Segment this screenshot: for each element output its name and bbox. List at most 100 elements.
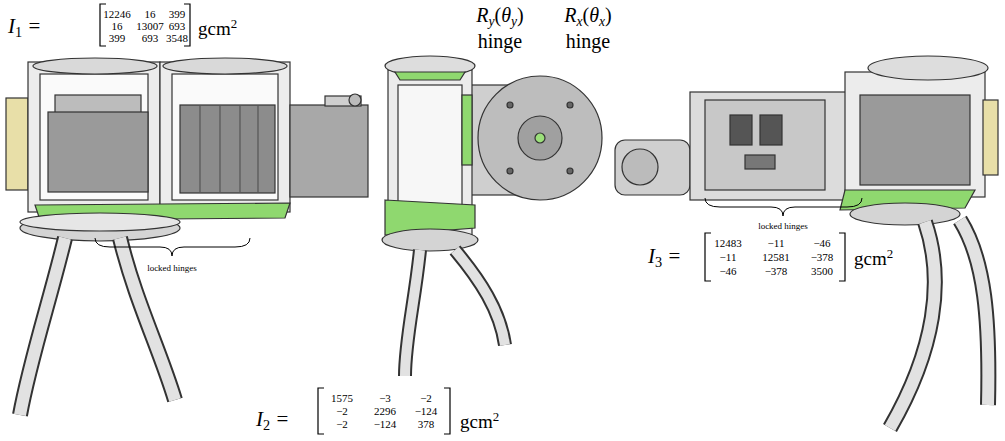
- matrix-entry-text: 399: [109, 32, 126, 44]
- joint-label-text: hinge: [566, 30, 610, 52]
- matrix-entry: −2: [336, 419, 348, 430]
- joint-symbol-text: R: [476, 4, 488, 26]
- matrix-bracket: [839, 233, 845, 281]
- matrix-entry: −2: [420, 393, 432, 404]
- robot-module: [615, 140, 690, 195]
- joint-symbol-text: θ: [589, 4, 599, 26]
- matrix-entry-text: −46: [719, 265, 736, 277]
- robot-module: [6, 58, 368, 415]
- robot-module: [395, 72, 465, 80]
- joint-symbol-text: y: [488, 14, 494, 29]
- joint-symbol-text: ): [517, 4, 524, 26]
- bracket-label-text: locked hinges: [758, 221, 808, 231]
- robot-module: [615, 56, 998, 428]
- matrix-entry-text: −2: [420, 392, 432, 404]
- robot-module: [567, 168, 573, 174]
- robot-module: [960, 220, 988, 405]
- robot-module: [160, 62, 290, 212]
- inertia-symbol: I1=: [8, 16, 47, 40]
- matrix-entry-text: −2: [336, 405, 348, 417]
- robot-module: [33, 58, 157, 74]
- matrix-entry: 16: [112, 21, 123, 32]
- bracket-label: locked hinges: [147, 264, 197, 273]
- inertia-symbol: I2=: [256, 409, 295, 433]
- robot-module: [622, 149, 658, 185]
- matrix-entry-text: 3500: [811, 265, 833, 277]
- robot-module: [705, 198, 862, 216]
- matrix-entry: −378: [765, 266, 788, 277]
- robot-module: [180, 105, 275, 193]
- unit-label: gcm2: [458, 411, 499, 431]
- robot-module: [382, 229, 478, 251]
- matrix-entry: 378: [418, 419, 435, 430]
- matrix-entry-text: 3548: [166, 32, 188, 44]
- robot-module: [760, 115, 782, 145]
- unit-label: gcm2: [196, 18, 237, 38]
- matrix-entry: 399: [109, 33, 126, 44]
- robot-module: [507, 168, 513, 174]
- robot-module: [507, 102, 513, 108]
- matrix-entry: 12483: [714, 238, 742, 249]
- matrix-entry: −11: [720, 252, 737, 263]
- robot-module: [349, 94, 361, 106]
- joint-symbol: Ry(θy): [476, 5, 523, 29]
- robot-module: [95, 238, 250, 256]
- matrix-entry-text: 12483: [714, 237, 742, 249]
- matrix-entry-text: −11: [768, 237, 785, 249]
- robot-module: [163, 58, 287, 74]
- robot-module: [478, 76, 602, 200]
- matrix-entry: −378: [811, 252, 834, 263]
- robot-module: [960, 220, 988, 405]
- unit-label: gcm2: [852, 248, 893, 268]
- robot-module: [890, 222, 935, 428]
- joint-symbol-text: R: [564, 4, 576, 26]
- matrix-entry: 693: [169, 21, 186, 32]
- robot-module: [398, 85, 462, 220]
- matrix-entry-text: −46: [813, 237, 830, 249]
- robot-module: [382, 56, 602, 376]
- matrix-entry-text: 693: [169, 20, 186, 32]
- robot-module: [730, 115, 752, 145]
- matrix-entry: −124: [374, 419, 397, 430]
- joint-symbol-text: θ: [501, 4, 511, 26]
- inertia-symbol-text: =: [276, 407, 288, 431]
- unit-label-text: 2: [493, 409, 499, 424]
- inertia-symbol-text: I: [648, 244, 655, 268]
- robot-module: [868, 56, 988, 80]
- matrix-entry: 2296: [374, 406, 396, 417]
- robot-module: [120, 238, 175, 400]
- unit-label-text: 2: [887, 246, 893, 261]
- robot-module: [535, 133, 545, 143]
- robot-module: [518, 116, 562, 160]
- inertia-symbol-text: 2: [263, 418, 270, 434]
- robot-module: [405, 250, 420, 376]
- unit-label-text: gcm: [460, 411, 493, 432]
- matrix-entry-text: 16: [145, 8, 156, 20]
- robot-module: [6, 98, 28, 190]
- matrix-entry-text: 13007: [136, 20, 164, 32]
- matrix-entry: 1575: [331, 393, 353, 404]
- robot-module: [405, 250, 420, 376]
- matrix-entry: −46: [813, 238, 830, 249]
- robot-module: [860, 95, 970, 185]
- matrix-entry: −11: [768, 238, 785, 249]
- matrix-entry: 13007: [136, 21, 164, 32]
- matrix-entry-text: 12246: [103, 8, 131, 20]
- unit-label-text: 2: [231, 16, 237, 31]
- matrix-entry-text: 2296: [374, 405, 396, 417]
- joint-symbol-text: y: [511, 14, 517, 29]
- robot-module: [850, 203, 960, 225]
- robot-module: [567, 102, 573, 108]
- unit-label-text: gcm: [854, 248, 887, 269]
- matrix-entry: 12581: [762, 252, 790, 263]
- inertia-symbol-text: =: [28, 14, 40, 38]
- matrix-entry-text: 399: [169, 8, 186, 20]
- matrix-entry-text: 16: [112, 20, 123, 32]
- matrix-entry-text: −11: [720, 251, 737, 263]
- matrix-entry: −46: [719, 266, 736, 277]
- bracket-label-text: locked hinges: [147, 263, 197, 273]
- matrix-entry: 693: [142, 33, 159, 44]
- matrix-entry: −3: [379, 393, 391, 404]
- robot-module: [745, 155, 775, 169]
- matrix-entry-text: 693: [142, 32, 159, 44]
